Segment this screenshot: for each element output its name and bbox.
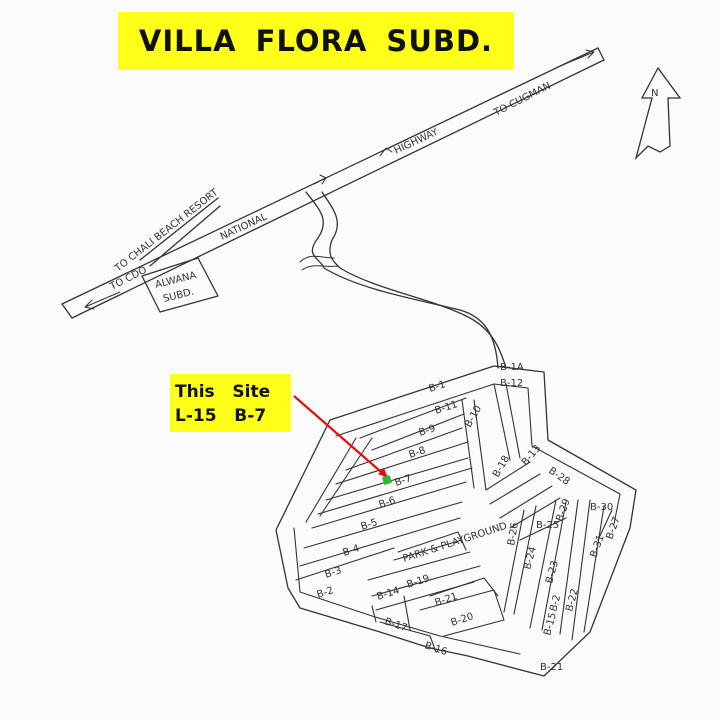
block-label-b12: B-12	[500, 378, 523, 389]
block-label-b19: B-19	[406, 573, 431, 591]
site-callout-line1: This Site	[175, 382, 271, 402]
block-label-b1a: B-1A	[500, 362, 524, 373]
subdivision-boundary	[275, 365, 637, 677]
chali-road	[139, 197, 221, 267]
map-title: VILLA FLORA SUBD.	[138, 24, 494, 58]
block-label-b31: B-31	[588, 533, 606, 559]
alwana-subd-box	[141, 257, 219, 313]
block-label-b4: B-4	[342, 543, 361, 559]
block-label-b24: B-24	[522, 546, 539, 571]
block-label-b16: B-16	[423, 640, 448, 658]
block-label-b21b: B-21	[540, 662, 563, 673]
alwana-label-2: SUBD.	[162, 287, 195, 305]
block-label-b23: B-23	[544, 560, 561, 585]
site-arrow	[293, 395, 389, 479]
block-label-b7: B-7	[394, 473, 413, 489]
block-label-b22: B-22	[564, 588, 581, 613]
site-lot-marker	[381, 474, 393, 486]
block-label-b13: B-13	[520, 443, 543, 468]
block-label-b17: B-17	[383, 616, 408, 634]
north-label: N	[651, 88, 658, 99]
block-label-b10: B-10	[463, 404, 484, 430]
block-label-b3: B-3	[324, 565, 343, 581]
block-label-b25: B-25	[536, 520, 559, 531]
block-label-b26: B-26	[506, 522, 521, 547]
block-label-b6: B-6	[378, 495, 397, 511]
block-label-b29: B-29	[554, 497, 572, 523]
internal-roads	[293, 383, 621, 655]
site-callout: This Site L-15 B-7	[170, 374, 291, 432]
park-label: PARK & PLAYGROUND	[402, 521, 509, 565]
block-label-b5: B-5	[360, 517, 379, 533]
title-banner: VILLA FLORA SUBD.	[118, 12, 514, 70]
block-label-b14: B-14	[376, 585, 401, 603]
block-label-b28: B-28	[546, 465, 571, 487]
block-label-b2b: B-2	[548, 594, 563, 613]
access-road	[299, 191, 507, 369]
block-label-b20: B-20	[450, 611, 475, 629]
national-highway	[61, 47, 605, 319]
to-cugman-label: TO CUGMAN	[491, 81, 552, 119]
block-label-b8: B-8	[408, 445, 427, 461]
block-label-b9: B-9	[418, 423, 437, 439]
site-pointer	[293, 395, 393, 486]
to-chali-label: TO CHALI BEACH RESORT	[112, 187, 221, 275]
site-callout-line2: L-15 B-7	[175, 406, 267, 426]
north-arrow-icon	[634, 66, 682, 161]
block-label-b1: B-1	[428, 379, 447, 395]
block-label-b11: B-11	[434, 399, 459, 417]
block-label-b30: B-30	[590, 502, 613, 513]
highway-label: HIGHWAY	[393, 126, 441, 156]
national-label: NATIONAL	[219, 211, 270, 242]
block-label-b2: B-2	[316, 585, 335, 601]
